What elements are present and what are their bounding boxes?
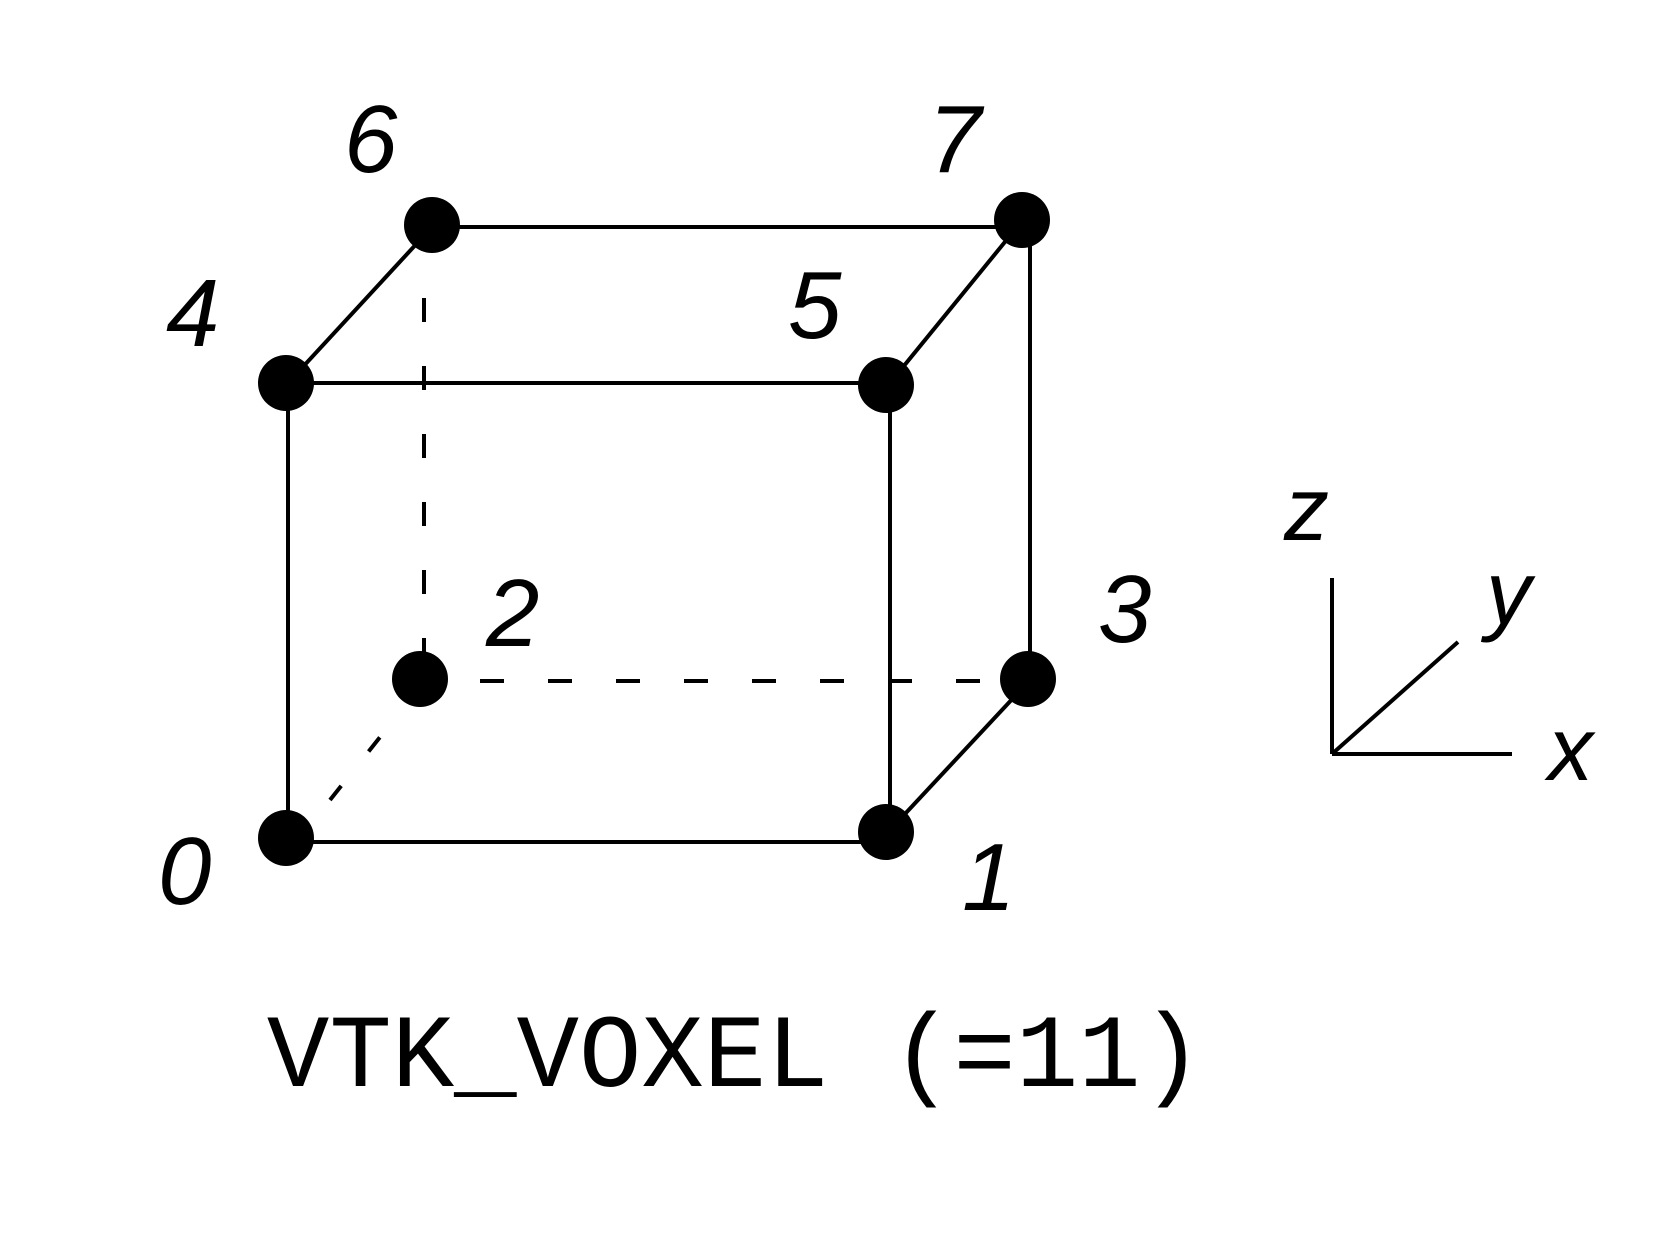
vertex-7-node bbox=[994, 192, 1050, 248]
vertex-2-node bbox=[392, 651, 448, 707]
vertex-4-node bbox=[258, 355, 314, 411]
vertex-label-1: 1 bbox=[962, 824, 1015, 931]
y-axis-label: y bbox=[1480, 544, 1536, 644]
edge-4-6 bbox=[286, 225, 434, 385]
vertex-5-node bbox=[858, 357, 914, 413]
vertex-label-3: 3 bbox=[1098, 556, 1151, 663]
vertex-0-node bbox=[258, 810, 314, 866]
vertex-label-0: 0 bbox=[158, 818, 211, 925]
x-axis-label: x bbox=[1544, 700, 1596, 800]
vertex-3-node bbox=[1000, 651, 1056, 707]
diagram-caption: VTK_VOXEL (=11) bbox=[267, 1000, 1203, 1118]
vertex-label-5: 5 bbox=[788, 252, 842, 359]
edge-5-7 bbox=[888, 219, 1024, 385]
z-axis-label: z bbox=[1283, 460, 1329, 560]
vertex-label-6: 6 bbox=[344, 86, 398, 193]
vertex-1-node bbox=[858, 804, 914, 860]
hidden-edge-0-2 bbox=[328, 710, 402, 802]
edge-1-3 bbox=[888, 678, 1032, 832]
vertex-label-4: 4 bbox=[166, 260, 219, 367]
vertex-6-node bbox=[404, 197, 460, 253]
vertex-label-2: 2 bbox=[485, 560, 539, 667]
vertex-label-7: 7 bbox=[928, 86, 985, 193]
y-axis-line bbox=[1330, 640, 1460, 756]
